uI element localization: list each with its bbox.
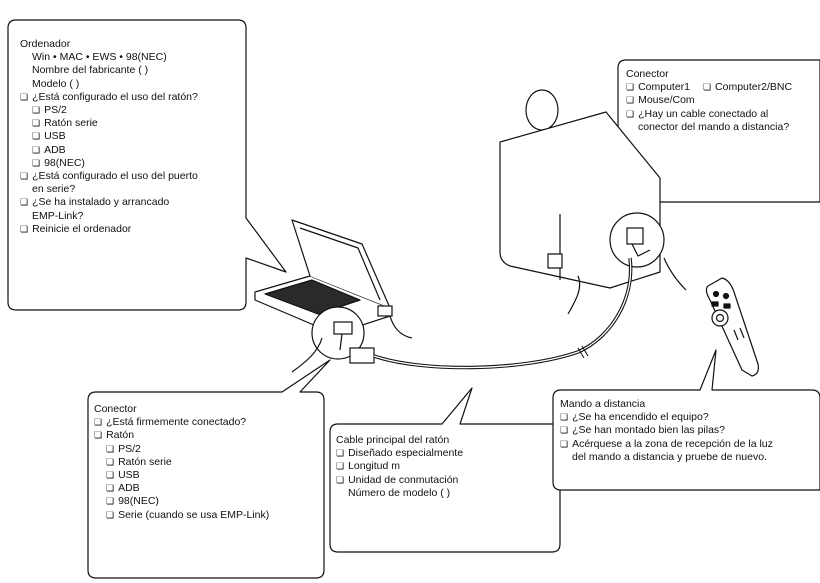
callout-computer-title: Ordenador: [20, 38, 71, 50]
connector-option-serial-emp-link: Serie (cuando se usa EMP-Link): [94, 509, 322, 522]
check-length: Longitud m: [336, 460, 558, 473]
check-approach-receiver: Acérquese a la zona de recepción de la l…: [560, 438, 818, 451]
check-mouse-configured: ¿Está configurado el uso del ratón?: [20, 91, 244, 104]
option-ps2: PS/2: [20, 104, 244, 117]
option-computer2-bnc: Computer2/BNC: [703, 81, 792, 93]
callout-connector-projector: Conector Computer1 Computer2/BNC Mouse/C…: [626, 68, 820, 134]
manufacturer-name: Nombre del fabricante ( ): [32, 64, 149, 77]
check-approach-receiver-cont: del mando a distancia y pruebe de nuevo.: [572, 450, 767, 463]
option-mouse-com: Mouse/Com: [626, 94, 820, 107]
callout-remote: Mando a distancia ¿Se ha encendido el eq…: [560, 398, 818, 464]
check-mouse: Ratón: [94, 429, 322, 442]
option-usb: USB: [20, 130, 244, 143]
switch-unit: [349, 347, 375, 364]
callout-cable: Cable principal del ratón Diseñado espec…: [336, 434, 558, 500]
check-emp-link-cont: EMP-Link?: [32, 209, 84, 222]
os-list: Win • MAC • EWS • 98(NEC): [32, 51, 167, 64]
connector-option-adb: ADB: [94, 482, 322, 495]
connector-option-usb: USB: [94, 469, 322, 482]
check-remote-cable: ¿Hay un cable conectado al: [626, 108, 820, 121]
projector-connector-zoom: [609, 212, 665, 268]
check-power-on: ¿Se ha encendido el equipo?: [560, 411, 818, 424]
check-remote-cable-cont: conector del mando a distancia?: [638, 120, 790, 133]
option-computer1: Computer1: [626, 81, 690, 93]
callout-connector-projector-title: Conector: [626, 68, 669, 80]
callout-remote-title: Mando a distancia: [560, 398, 646, 410]
option-98nec: 98(NEC): [20, 157, 244, 170]
callout-connector-computer: Conector ¿Está firmemente conectado? Rat…: [94, 403, 322, 522]
model-name: Modelo ( ): [32, 77, 80, 90]
check-restart: Reinicie el ordenador: [20, 223, 244, 236]
check-emp-link: ¿Se ha instalado y arrancado: [20, 196, 244, 209]
check-serial-port-cont: en serie?: [32, 183, 76, 196]
model-number: Número de modelo ( ): [348, 486, 451, 499]
check-switch-unit: Unidad de conmutación: [336, 474, 558, 487]
callout-cable-title: Cable principal del ratón: [336, 434, 450, 446]
check-specially-designed: Diseñado especialmente: [336, 447, 558, 460]
remote-illustration: [705, 277, 759, 377]
connector-option-serial-mouse: Ratón serie: [94, 456, 322, 469]
check-batteries: ¿Se han montado bien las pilas?: [560, 424, 818, 437]
option-serial-mouse: Ratón serie: [20, 117, 244, 130]
check-serial-port: ¿Está configurado el uso del puerto: [20, 170, 244, 183]
callout-computer: Ordenador Win • MAC • EWS • 98(NEC) Nomb…: [20, 38, 244, 236]
connector-option-ps2: PS/2: [94, 443, 322, 456]
option-adb: ADB: [20, 144, 244, 157]
callout-connector-computer-title: Conector: [94, 403, 137, 415]
check-firmly-connected: ¿Está firmemente conectado?: [94, 416, 322, 429]
connector-option-98nec: 98(NEC): [94, 495, 322, 508]
